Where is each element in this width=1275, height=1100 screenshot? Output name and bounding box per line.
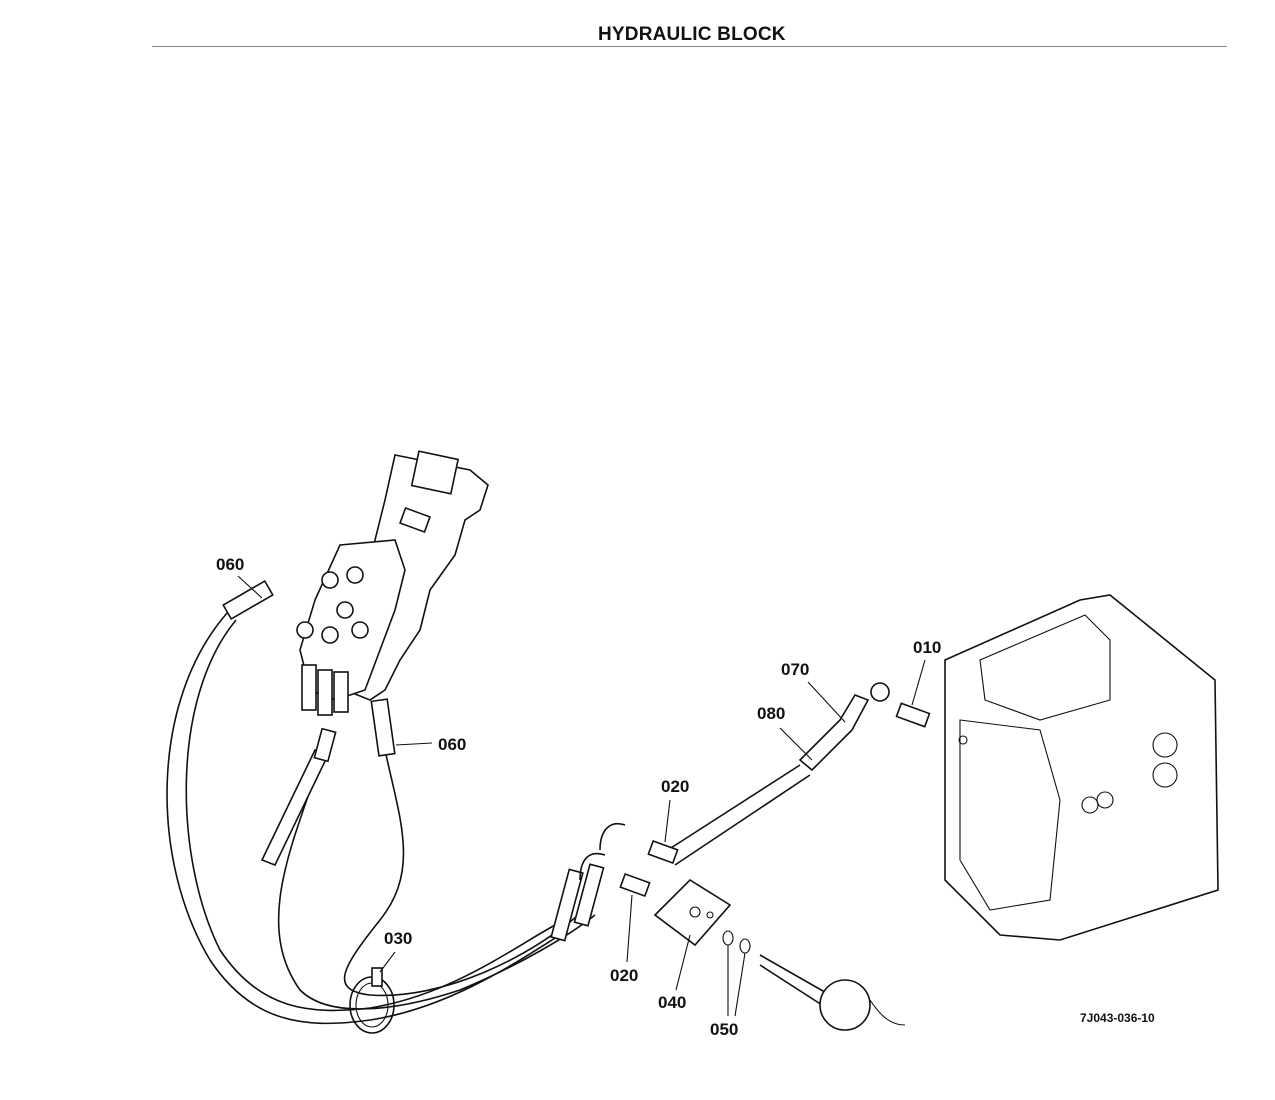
callout-020-upper: 020 (661, 777, 689, 796)
callout-020-lower: 020 (610, 966, 638, 985)
callouts: 060 060 070 010 080 020 020 030 040 050 (216, 555, 941, 1039)
callout-080: 080 (757, 704, 785, 723)
adapter-020-upper (647, 839, 679, 865)
page-title: HYDRAULIC BLOCK (598, 24, 786, 45)
transmission-housing (944, 594, 1219, 941)
callout-010: 010 (913, 638, 941, 657)
callout-030: 030 (384, 929, 412, 948)
flange-block-040 (653, 878, 732, 947)
o-ring-050 (722, 930, 734, 946)
adapter-010 (895, 702, 931, 728)
callout-060-lower: 060 (438, 735, 466, 754)
callout-040: 040 (658, 993, 686, 1012)
hoses (166, 579, 870, 1025)
adapter-020-lower (619, 872, 651, 898)
callout-070: 070 (781, 660, 809, 679)
pump-flange (819, 979, 871, 1031)
callout-060-upper: 060 (216, 555, 244, 574)
valve-block-assembly (296, 450, 489, 716)
elbow-fitting (870, 682, 890, 702)
callout-050: 050 (710, 1020, 738, 1039)
header-divider (152, 46, 1227, 47)
figure-code: 7J043-036-10 (1080, 1011, 1155, 1025)
